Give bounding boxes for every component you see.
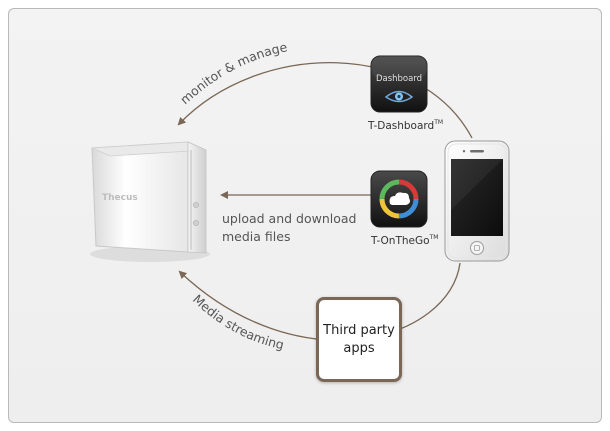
dashboard-app-label: T-DashboardTM — [368, 119, 444, 132]
monitor-manage-arrow — [177, 62, 473, 139]
third-party-apps-box: Third party apps — [316, 297, 402, 382]
nas-device: Thecus — [90, 141, 210, 262]
dashboard-app-icon: Dashboard — [370, 55, 428, 113]
nas-brand-logo: Thecus — [102, 193, 138, 203]
media-streaming-label: Media streaming — [190, 291, 286, 352]
third-party-label-line2: apps — [343, 340, 375, 356]
smartphone — [444, 140, 510, 262]
onthego-app-icon — [370, 170, 428, 228]
dashboard-icon-text: Dashboard — [376, 74, 422, 84]
monitor-manage-label: monitor & manage — [177, 39, 289, 107]
third-party-label-line1: Third party — [323, 322, 395, 338]
onthego-app-label: T-OnTheGoTM — [371, 234, 439, 247]
upload-download-label: upload and download media files — [222, 211, 357, 244]
